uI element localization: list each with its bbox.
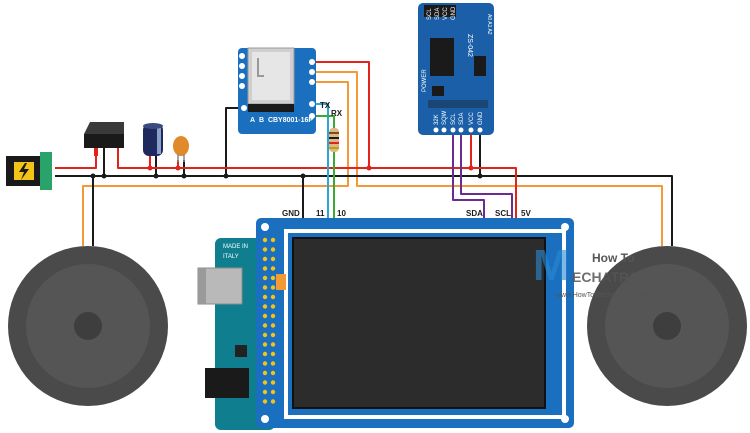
- rtc-top-pin-label: GND: [451, 6, 457, 20]
- ceramic-capacitor-icon: [173, 136, 189, 162]
- wire-green-rx: [312, 115, 335, 128]
- header-pin: [262, 389, 268, 395]
- rtc-bottom-pin-label: VCC: [469, 112, 475, 125]
- mp3-pin-a: A: [250, 117, 255, 124]
- shield-5v-label: 5V: [521, 209, 531, 218]
- rtc-top-pin-label: SDA: [435, 8, 441, 20]
- rtc-top-pin-label: SCL: [427, 8, 433, 20]
- header-pin: [270, 389, 276, 395]
- brand-mechatronics: ECHATRONICS: [572, 269, 674, 285]
- header-pin: [262, 342, 268, 347]
- shield-header-pins: [262, 237, 276, 404]
- header-pin: [262, 351, 268, 357]
- header-pin: [262, 266, 268, 271]
- header-pin: [262, 323, 268, 328]
- header-pin: [270, 285, 276, 290]
- rtc-bottom-pin-label: SDA: [459, 113, 465, 125]
- header-pin: [270, 323, 276, 328]
- header-pin: [270, 294, 276, 300]
- header-pin: [262, 256, 268, 262]
- resistor-icon: [329, 128, 339, 152]
- arduino-made-in-label: MADE IN: [223, 244, 248, 250]
- header-pin: [270, 237, 276, 243]
- wire-blue-tx: [312, 103, 329, 218]
- speaker-right: [587, 246, 747, 406]
- speaker-left: [8, 246, 168, 406]
- header-pin: [262, 247, 268, 252]
- electrolytic-capacitor-icon: [143, 123, 163, 156]
- header-pin: [262, 380, 268, 385]
- rtc-power-label: POWER: [422, 69, 428, 92]
- header-pin: [262, 370, 268, 376]
- mp3-pin-b: B: [259, 117, 264, 124]
- rtc-addr-label: A0 A1 A2: [486, 14, 492, 35]
- mp3-tx-label: TX: [320, 101, 331, 110]
- header-pin: [270, 266, 276, 271]
- brand-url: www.HowToMechatronics.com: [555, 292, 651, 299]
- shield-pin10-label: 10: [337, 209, 346, 218]
- wire-red-vcc-bus: [117, 148, 517, 218]
- header-pin: [270, 399, 276, 404]
- wires: [55, 61, 673, 246]
- header-pin: [262, 275, 268, 281]
- rtc-bottom-pin-label: SQW: [442, 110, 448, 125]
- header-pin: [270, 342, 276, 347]
- header-pin: [270, 332, 276, 338]
- rtc-bottom-pin-label: SCL: [451, 113, 457, 125]
- header-pin: [270, 313, 276, 319]
- mp3-pin-c: C: [268, 117, 273, 124]
- mp3-chip-label: BY8001-16P: [273, 117, 313, 124]
- rtc-board-label: ZS-042: [466, 34, 473, 57]
- header-pin: [270, 304, 276, 309]
- display-screen: [292, 237, 546, 409]
- power-jack-icon: [6, 152, 52, 190]
- header-pin: [270, 275, 276, 281]
- wire-orange-right-speaker: [312, 71, 663, 246]
- header-pin: [270, 361, 276, 366]
- header-pin: [262, 361, 268, 366]
- shield-gnd-label: GND: [282, 209, 300, 218]
- mp3-module: A B C BY8001-16P: [238, 47, 316, 134]
- mp3-rx-label: RX: [331, 109, 343, 118]
- shield-scl-label: SCL: [495, 209, 511, 218]
- shield-sda-label: SDA: [466, 209, 483, 218]
- rtc-bottom-pin-label: 32K: [434, 114, 440, 125]
- wire-red-power: [55, 148, 97, 169]
- arduino-power-jack: [205, 368, 249, 398]
- brand-how-to: How To: [592, 251, 634, 265]
- header-pin: [270, 370, 276, 376]
- rtc-bottom-pin-label: GND: [478, 111, 484, 125]
- brand-logo: M How To ECHATRONICS www.HowToMechatroni…: [533, 241, 674, 299]
- header-pin: [270, 380, 276, 385]
- brand-m-letter: M: [533, 241, 570, 290]
- header-pin: [262, 399, 268, 404]
- header-pin: [270, 351, 276, 357]
- wire-orange-left-speaker: [82, 81, 349, 246]
- rtc-top-pin-label: VCC: [443, 7, 449, 20]
- header-pin: [270, 256, 276, 262]
- header-pin: [262, 332, 268, 338]
- rtc-chip: [430, 38, 454, 76]
- wire-purple-sda: [452, 134, 485, 218]
- wire-red-mp3-vcc: [312, 61, 370, 168]
- wire-black-gnd-bus: [55, 175, 673, 246]
- header-pin: [262, 304, 268, 309]
- tft-display-shield: [256, 218, 574, 428]
- shield-pin11-label: 11: [316, 209, 325, 218]
- header-pin: [262, 237, 268, 243]
- wire-junctions: [90, 165, 483, 179]
- header-pin: [262, 285, 268, 290]
- rocker-switch-icon: [84, 122, 124, 156]
- header-pin: [270, 247, 276, 252]
- header-pin: [262, 313, 268, 319]
- wire-purple-scl: [460, 134, 513, 218]
- arduino-country-label: ITALY: [223, 254, 239, 260]
- header-pin: [262, 294, 268, 300]
